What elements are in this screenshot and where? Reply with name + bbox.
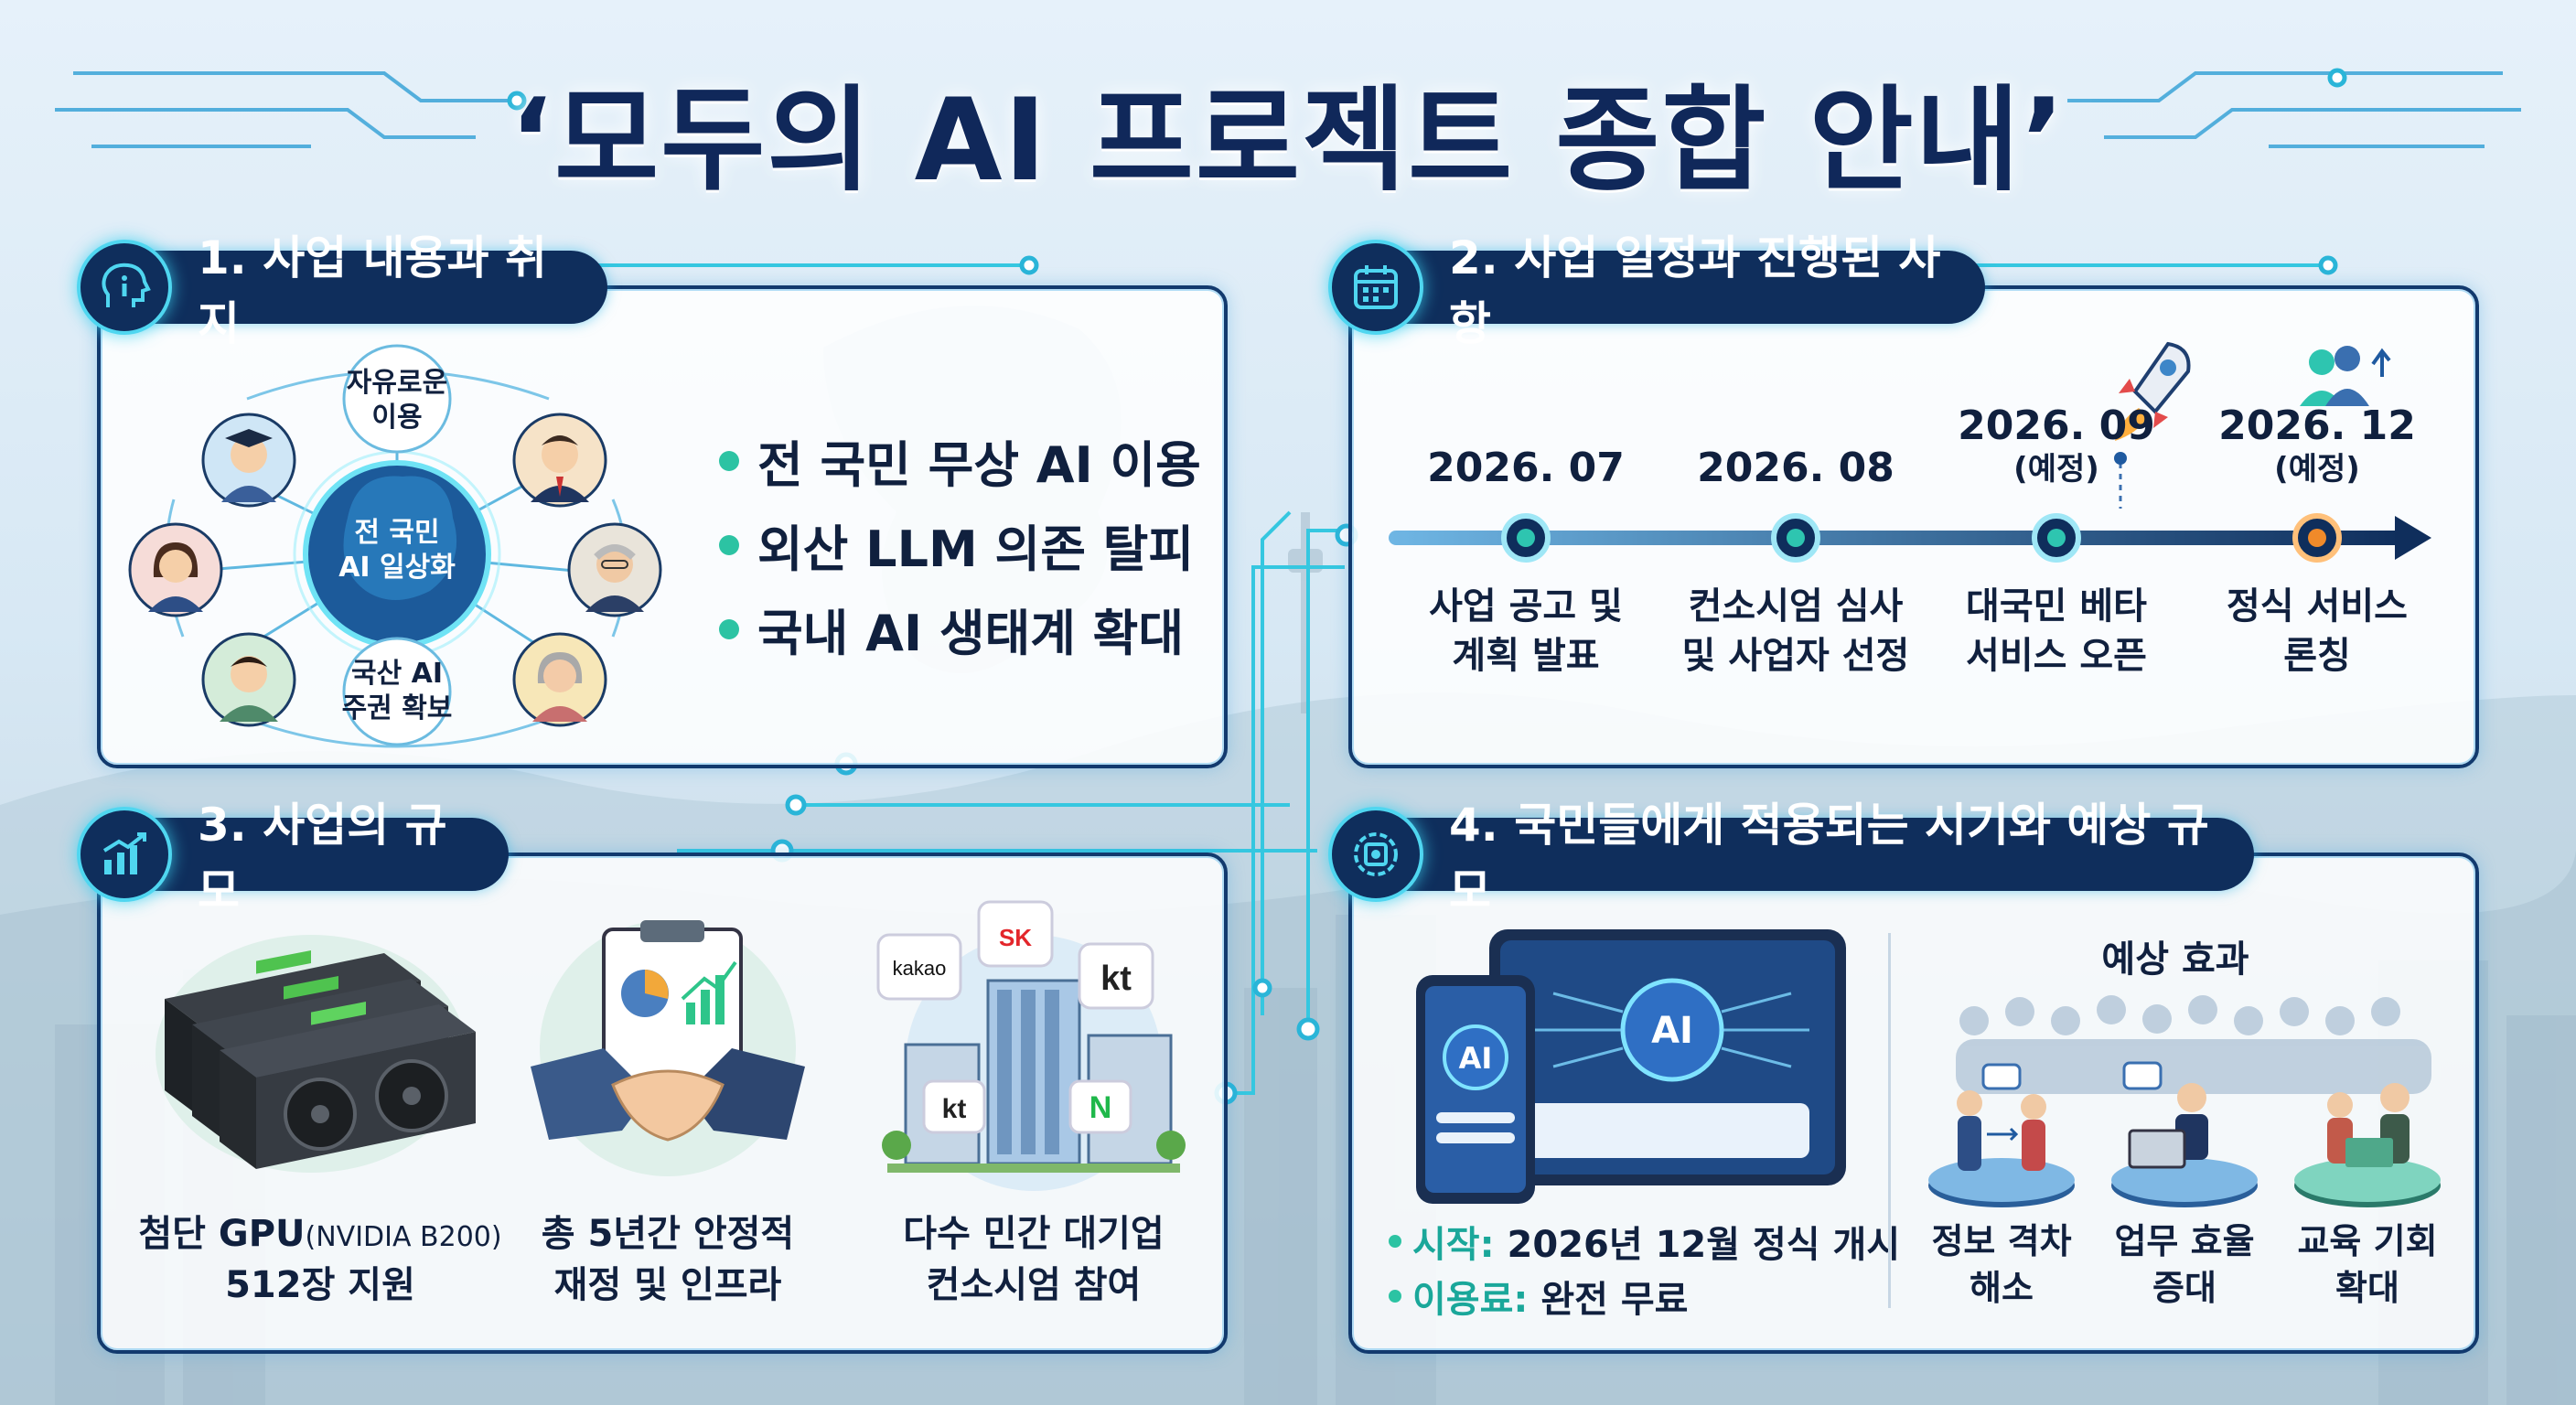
- bullet-dot: [719, 618, 739, 639]
- info-gap-illustration: [1928, 1063, 2075, 1207]
- section-4-title: 4. 국민들에게 적용되는 시기와 예상 규모: [1449, 799, 2209, 917]
- bullet-dot: [719, 450, 739, 471]
- section-1-title: 1. 사업 내용과 취지: [198, 231, 548, 350]
- section-3-panel: 첨단 GPU(NVIDIA B200) 512장 지원 총 5년간 안정적 재정…: [97, 853, 1228, 1354]
- kakao-logo: kakao: [893, 957, 947, 980]
- gpu-count-text: 512장 지원: [225, 1264, 415, 1306]
- ai-devices-illustration: AI AI: [1416, 929, 1846, 1204]
- date-text: 2026. 07: [1427, 445, 1625, 491]
- ai-chip-icon: [1328, 807, 1423, 902]
- handshake-report-illustration: [531, 920, 805, 1176]
- bullet-text: 전 국민 무상 AI 이용: [757, 436, 1201, 494]
- ai-daily-life-network: [165, 344, 628, 748]
- timeline-date-3: 2026. 09(예정): [1947, 402, 2166, 488]
- start-value: 2026년 12월 정식 개시: [1507, 1224, 1901, 1266]
- section-4-header: 4. 국민들에게 적용되는 시기와 예상 규모: [1348, 799, 2254, 917]
- gpu-cards-illustration: [156, 935, 476, 1173]
- fee-key: 이용료:: [1412, 1279, 1529, 1321]
- timeline-date-2: 2026. 08: [1686, 445, 1905, 493]
- start-info-line: 시작: 2026년 12월 정식 개시: [1389, 1215, 1900, 1268]
- bullet-dot: [719, 534, 739, 555]
- sk-logo: SK: [999, 924, 1032, 951]
- section-2-title: 2. 사업 일정과 진행된 사항: [1449, 231, 1941, 350]
- kt-logo-small: kt: [942, 1094, 967, 1124]
- date-text: 2026. 09: [1958, 402, 2155, 449]
- calendar-icon: [1328, 240, 1423, 335]
- fee-value: 완전 무료: [1540, 1279, 1689, 1321]
- work-efficiency-illustration: [2111, 1061, 2258, 1207]
- page-title: ‘모두의 AI 프로젝트 종합 안내’: [510, 75, 2066, 207]
- naver-logo: N: [1089, 1090, 1112, 1125]
- kt-logo-large: kt: [1100, 960, 1132, 998]
- gpu-caption: 첨단 GPU(NVIDIA B200) 512장 지원: [119, 1208, 521, 1311]
- start-key: 시작:: [1412, 1224, 1495, 1266]
- crowd-illustration: [1956, 995, 2431, 1094]
- growth-chart-icon: [77, 807, 172, 902]
- phone-ai-label: AI: [1459, 1041, 1493, 1076]
- effect-work-efficiency: 업무 효율 증대: [2114, 1221, 2255, 1309]
- bullet-text: 국내 AI 생태계 확대: [757, 605, 1185, 662]
- effects-title: 예상 효과: [2101, 938, 2249, 981]
- section-2-header: 2. 사업 일정과 진행된 사항: [1348, 231, 1985, 350]
- consortium-caption: 다수 민간 대기업 컨소시엄 참여: [903, 1213, 1165, 1306]
- avatar-man-suit: [512, 413, 607, 508]
- node-free-use: 자유로운 이용: [346, 367, 448, 434]
- bullet-free-ai: 전 국민 무상 AI 이용: [719, 424, 1201, 497]
- bullet-dot: [1389, 1235, 1401, 1248]
- section-2-panel: 2026. 07 2026. 08 2026. 09(예정) 2026. 12(…: [1348, 285, 2479, 768]
- section-4-panel: AI AI 시작: 2026년 12월 정식 개시 이용료: 완전 무료 예상 …: [1348, 853, 2479, 1354]
- timeline-desc-1: 사업 공고 및 계획 발표: [1429, 585, 1623, 677]
- timeline-desc-2: 컨소시엄 심사 및 사업자 선정: [1681, 585, 1910, 677]
- date-note: (예정): [2013, 450, 2099, 488]
- node-sovereignty: 국산 AI 주권 확보: [341, 658, 453, 724]
- date-text: 2026. 08: [1697, 445, 1894, 491]
- head-info-icon: [77, 240, 172, 335]
- avatar-graduate: [201, 413, 296, 508]
- effect-info-gap: 정보 격차 해소: [1931, 1221, 2072, 1309]
- bullet-text: 외산 LLM 의존 탈피: [757, 520, 1195, 578]
- avatar-elderly-man: [567, 522, 662, 617]
- finance-caption: 총 5년간 안정적 재정 및 인프라: [541, 1213, 795, 1306]
- timeline-track: [1389, 452, 2431, 563]
- tablet-ai-label: AI: [1651, 1010, 1693, 1052]
- gpu-model-text: (NVIDIA B200): [305, 1221, 502, 1253]
- avatar-young-man: [201, 632, 296, 727]
- avatar-woman: [128, 522, 223, 617]
- timeline-desc-3: 대국민 베타 서비스 오픈: [1966, 585, 2147, 677]
- users-growth-icon: [2300, 346, 2391, 406]
- section-3-title: 3. 사업의 규모: [198, 799, 447, 917]
- gpu-main-text: 첨단 GPU: [138, 1213, 306, 1255]
- consortium-buildings-illustration: kakao SK kt kt N: [876, 900, 1186, 1191]
- date-note: (예정): [2274, 450, 2360, 488]
- section-1-panel: 전 국민 AI 일상화 자유로운 이용 국산 AI 주권 확보 전 국민 무상 …: [97, 285, 1228, 768]
- timeline-desc-4: 정식 서비스 론칭: [2227, 585, 2408, 677]
- date-text: 2026. 12: [2218, 402, 2416, 449]
- education-illustration: [2294, 1083, 2441, 1207]
- section-4-divider: [1888, 933, 1891, 1308]
- timeline-date-4: 2026. 12(예정): [2207, 402, 2427, 488]
- bullet-ecosystem: 국내 AI 생태계 확대: [719, 593, 1184, 665]
- fee-info-line: 이용료: 완전 무료: [1389, 1270, 1688, 1323]
- avatar-elderly-woman: [512, 632, 607, 727]
- effect-education: 교육 기회 확대: [2297, 1221, 2438, 1309]
- rocket-icon: [2115, 341, 2191, 441]
- bullet-llm-independence: 외산 LLM 의존 탈피: [719, 509, 1194, 581]
- timeline-date-1: 2026. 07: [1416, 445, 1636, 493]
- section-1-header: 1. 사업 내용과 취지: [97, 231, 607, 350]
- bullet-dot: [1389, 1290, 1401, 1303]
- center-node-label: 전 국민 AI 일상화: [338, 517, 456, 584]
